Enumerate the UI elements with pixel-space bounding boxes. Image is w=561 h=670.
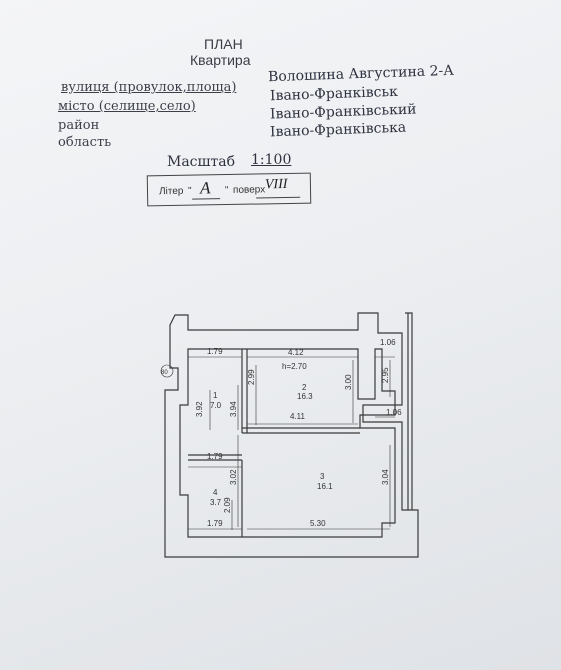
dim-label: 3.94 <box>229 401 238 417</box>
room-number: 2 <box>302 383 307 392</box>
dim-label: 1.06 <box>380 338 396 347</box>
room-area: 3.7 <box>210 498 222 507</box>
dim-label: 4.12 <box>288 348 304 357</box>
region-label: область <box>58 135 112 150</box>
plan-dimension-lines <box>160 356 395 530</box>
scale-label: Масштаб <box>167 154 236 170</box>
floor-plan: 1.79 4.12 1.06 h=2.70 2 16.3 4.11 1.06 1… <box>160 312 419 558</box>
dim-label: 1.79 <box>207 519 223 528</box>
district-label: район <box>58 118 100 133</box>
street-value: Волошина Августина 2-А <box>267 62 455 86</box>
dim-label: 1.06 <box>386 408 402 417</box>
dim-label: 1.79 <box>207 347 223 356</box>
floor-value: VIII <box>264 176 288 193</box>
floor-label: поверх <box>232 184 266 196</box>
city-label: місто (селище,село) <box>58 99 196 114</box>
doc-title: ПЛАН <box>204 36 243 52</box>
dim-label: 2.95 <box>381 367 390 383</box>
dim-label: 4.11 <box>290 412 306 421</box>
dim-label: 5.30 <box>310 519 326 528</box>
litera-label: Літер <box>158 185 184 198</box>
dim-label: 1.79 <box>207 452 223 461</box>
litera-floor-box: Літер " А " поверх VIII <box>146 172 312 207</box>
axis-marker: 80 <box>161 370 168 376</box>
dim-label: 3.02 <box>229 469 238 485</box>
dim-label: 3.04 <box>381 469 390 485</box>
dim-label: 3.92 <box>195 401 204 417</box>
room-area: 7.0 <box>210 401 222 410</box>
room-number: 3 <box>320 472 325 481</box>
plan-labels: 1.79 4.12 1.06 h=2.70 2 16.3 4.11 1.06 1… <box>161 338 402 528</box>
ceiling-height-label: h=2.70 <box>282 362 307 371</box>
room-area: 16.3 <box>297 392 313 401</box>
dim-label: 2.09 <box>223 497 232 513</box>
dim-label: 2.99 <box>247 369 256 385</box>
room-area: 16.1 <box>317 482 333 491</box>
dim-label: 3.00 <box>344 374 353 390</box>
doc-subtitle: Квартира <box>190 52 251 68</box>
litera-value: А <box>199 178 211 198</box>
scale-value: 1:100 <box>251 152 292 168</box>
plan-walls <box>164 312 419 558</box>
street-label: вулиця (провулок,площа) <box>61 80 237 95</box>
region-value: Івано-Франківська <box>269 119 407 141</box>
city-value: Івано-Франківськ <box>269 83 399 105</box>
room-number: 4 <box>213 488 218 497</box>
room-number: 1 <box>213 391 218 400</box>
